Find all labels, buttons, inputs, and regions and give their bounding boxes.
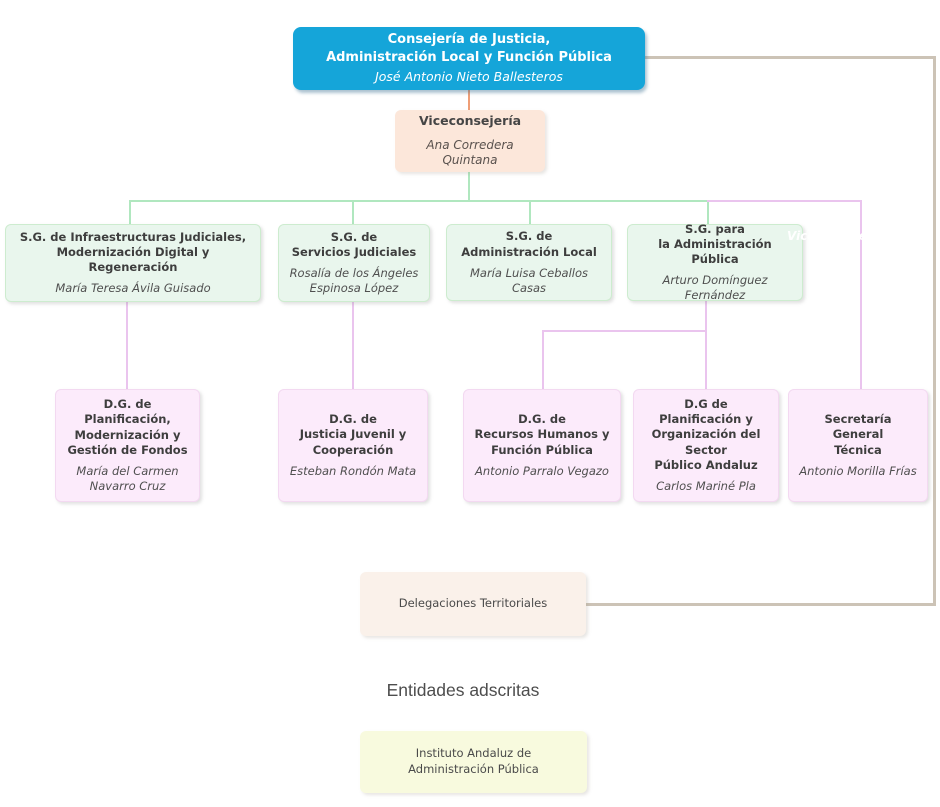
connector-consejeria-delegaciones-top xyxy=(645,56,936,59)
connector-sg1-dg1 xyxy=(126,300,128,390)
connector-sgt-horizontal xyxy=(707,200,862,202)
node-sg-administracion-publica[interactable]: S.G. para la Administración Pública Artu… xyxy=(627,221,803,303)
node-title: D.G. de Recursos Humanos y Función Públi… xyxy=(474,412,610,457)
connector-consejeria-delegaciones-right xyxy=(933,56,936,606)
node-person: Antonio Parralo Vegazo xyxy=(475,463,609,478)
node-label: Instituto Andaluz de Administración Públ… xyxy=(408,746,539,776)
node-label: Delegaciones Territoriales xyxy=(398,596,548,611)
node-title: Viceconsejería xyxy=(418,113,522,129)
connector-dg34-horizontal xyxy=(542,330,707,332)
node-person: Rosalía de los Ángeles Espinosa López xyxy=(289,266,419,296)
node-title: D.G. de Planificación, Modernización y G… xyxy=(67,397,188,457)
node-title: S.G. de Administración Local xyxy=(461,229,597,259)
node-person: Esteban Rondón Mata xyxy=(289,463,417,478)
node-person: José Antonio Nieto Ballesteros xyxy=(375,69,563,85)
node-dg-justicia-juvenil[interactable]: D.G. de Justicia Juvenil y Cooperación E… xyxy=(278,389,428,502)
node-title: Consejería de Justicia, Administración L… xyxy=(326,32,612,65)
ghost-label: Viceconsejería xyxy=(787,229,886,243)
node-person: María Teresa Ávila Guisado xyxy=(55,281,211,296)
connector-dg4-drop xyxy=(705,330,707,390)
node-person: María del Carmen Navarro Cruz xyxy=(76,463,179,493)
node-person: Arturo Domínguez Fernández xyxy=(662,273,768,303)
node-title: S.G. de Infraestructuras Judiciales, Mod… xyxy=(19,229,247,275)
node-sg-servicios-judiciales[interactable]: S.G. de Servicios Judiciales Rosalía de … xyxy=(278,224,430,302)
node-title: Secretaría General Técnica xyxy=(824,412,892,457)
node-title: D.G. de Justicia Juvenil y Cooperación xyxy=(299,412,407,457)
connector-sg-horizontal xyxy=(129,200,709,202)
connector-sg2-drop xyxy=(352,200,354,225)
node-person: Antonio Morilla Frías xyxy=(799,463,917,478)
connector-sg2-dg2 xyxy=(352,300,354,390)
node-instituto-andaluz[interactable]: Instituto Andaluz de Administración Públ… xyxy=(360,731,587,793)
node-person: Ana Corredera Quintana xyxy=(426,137,514,168)
node-secretaria-general-tecnica[interactable]: Secretaría General Técnica Antonio Moril… xyxy=(788,389,928,502)
node-dg-recursos-humanos[interactable]: D.G. de Recursos Humanos y Función Públi… xyxy=(463,389,621,502)
connector-vice-drop xyxy=(468,171,470,202)
node-person: María Luisa Ceballos Casas xyxy=(469,265,589,295)
node-delegaciones-territoriales[interactable]: Delegaciones Territoriales xyxy=(360,572,586,636)
node-consejeria[interactable]: Consejería de Justicia, Administración L… xyxy=(293,27,645,90)
node-sg-infraestructuras-judiciales[interactable]: S.G. de Infraestructuras Judiciales, Mod… xyxy=(5,224,261,302)
node-title: S.G. de Servicios Judiciales xyxy=(291,229,417,260)
node-dg-planificacion-modernizacion[interactable]: D.G. de Planificación, Modernización y G… xyxy=(55,389,200,502)
node-viceconsejeria[interactable]: Viceconsejería Ana Corredera Quintana xyxy=(395,110,545,172)
connector-sgt-drop xyxy=(860,200,862,390)
connector-consejeria-vice xyxy=(468,89,470,111)
connector-sg3-drop xyxy=(529,200,531,225)
node-title: S.G. para la Administración Pública xyxy=(658,221,772,267)
node-person: Carlos Mariné Pla xyxy=(656,478,756,493)
node-sg-administracion-local[interactable]: S.G. de Administración Local María Luisa… xyxy=(446,224,612,301)
connector-sg1-drop xyxy=(129,200,131,225)
connector-sg4-stub xyxy=(705,300,707,331)
node-title: D.G de Planificación y Organización del … xyxy=(651,397,761,472)
connector-sg4-drop xyxy=(707,200,709,225)
node-dg-sector-publico-andaluz[interactable]: D.G de Planificación y Organización del … xyxy=(633,389,779,502)
connector-consejeria-delegaciones-bottom xyxy=(586,603,936,606)
entidades-adscritas-heading: Entidades adscritas xyxy=(386,680,540,700)
connector-dg3-drop xyxy=(542,330,544,390)
